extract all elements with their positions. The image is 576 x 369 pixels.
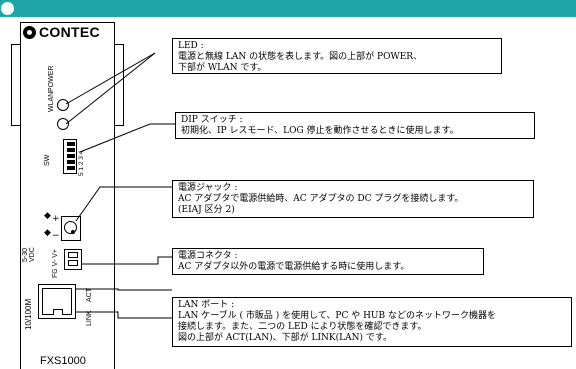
power-jack <box>61 216 81 241</box>
device-rail-right <box>115 44 124 126</box>
callout-line: 初期化、IP レスモード、LOG 停止を動作させるときに使用します。 <box>181 126 459 136</box>
dip-switch-lever <box>67 160 75 164</box>
leader-line-led-wlan <box>65 52 156 125</box>
polarity-diamond-icon: ◆ <box>44 228 51 238</box>
power-led <box>57 99 69 111</box>
device-front-panel <box>20 22 115 369</box>
callout-title: 電源コネクタ : <box>178 251 238 261</box>
lan-port-socket <box>42 288 72 315</box>
callout-lan-port: LAN ポート : LAN ケーブル ( 市販品 ) を使用して、PC や HU… <box>172 297 572 347</box>
callout-title: DIP スイッチ : <box>181 115 243 125</box>
leader-line-lan-act <box>75 288 172 291</box>
callout-line: AC アダプタで電源供給時、AC アダプタの DC プラグを接続します。 <box>178 194 464 204</box>
callout-power-connector: 電源コネクタ : AC アダプタ以外の電源で電源供給する時に使用します。 <box>172 248 484 275</box>
connector-pin <box>68 260 78 266</box>
callout-line: 電源と無線 LAN の状態を表します。図の上部が POWER、 <box>178 52 423 62</box>
callout-line: AC アダプタ以外の電源で電源供給する時に使用します。 <box>178 262 410 272</box>
header-bullet-icon <box>1 2 14 15</box>
callout-title: LAN ポート : <box>178 300 235 310</box>
device-rail-left <box>11 44 20 126</box>
callout-line: (EIAJ 区分 2) <box>178 205 235 215</box>
polarity-minus-icon: − <box>52 231 60 241</box>
power-jack-pin <box>71 230 75 234</box>
lan-port-latch <box>53 309 63 315</box>
callout-line: 図の上部が ACT(LAN)、下部が LINK(LAN) です。 <box>178 333 392 343</box>
callout-line: LAN ケーブル ( 市販品 ) を使用して、PC や HUB などのネットワー… <box>178 311 496 321</box>
header-bar <box>0 0 576 17</box>
dip-switch-lever <box>67 166 75 170</box>
callout-line: 下部が WLAN です。 <box>178 63 267 73</box>
dip-switch-lever <box>67 154 75 158</box>
leader-line-dip <box>79 123 175 153</box>
power-connector <box>64 249 82 270</box>
dip-switch-lever <box>67 142 75 146</box>
leader-line-jack <box>75 186 172 222</box>
callout-led: LED : 電源と無線 LAN の状態を表します。図の上部が POWER、 下部… <box>172 38 502 74</box>
leader-line-connector <box>82 256 172 265</box>
power-jack-ring <box>64 221 77 234</box>
dip-switch-lever <box>67 148 75 152</box>
callout-title: LED : <box>178 41 204 51</box>
callout-title: 電源ジャック : <box>178 183 238 193</box>
model-name: FXS1000 <box>40 355 86 367</box>
callout-power-jack: 電源ジャック : AC アダプタで電源供給時、AC アダプタの DC プラグを接… <box>172 180 534 218</box>
wlan-led <box>57 118 69 130</box>
callout-line: 接続します。また、二つの LED により状態を確認できます。 <box>178 322 427 332</box>
callout-dip-switch: DIP スイッチ : 初期化、IP レスモード、LOG 停止を動作させるときに使… <box>175 112 535 139</box>
lan-port <box>38 284 76 319</box>
connector-pin <box>68 252 78 258</box>
contec-logo-icon <box>23 25 36 39</box>
brand-name: CONTEC <box>39 24 100 40</box>
leader-line-led-power <box>65 52 156 105</box>
polarity-diamond-icon: ◆ <box>44 211 51 221</box>
dip-switch <box>63 139 77 174</box>
leader-line-lan-link <box>75 311 172 319</box>
polarity-plus-icon: + <box>52 214 60 224</box>
brand-logo: CONTEC <box>23 24 100 40</box>
